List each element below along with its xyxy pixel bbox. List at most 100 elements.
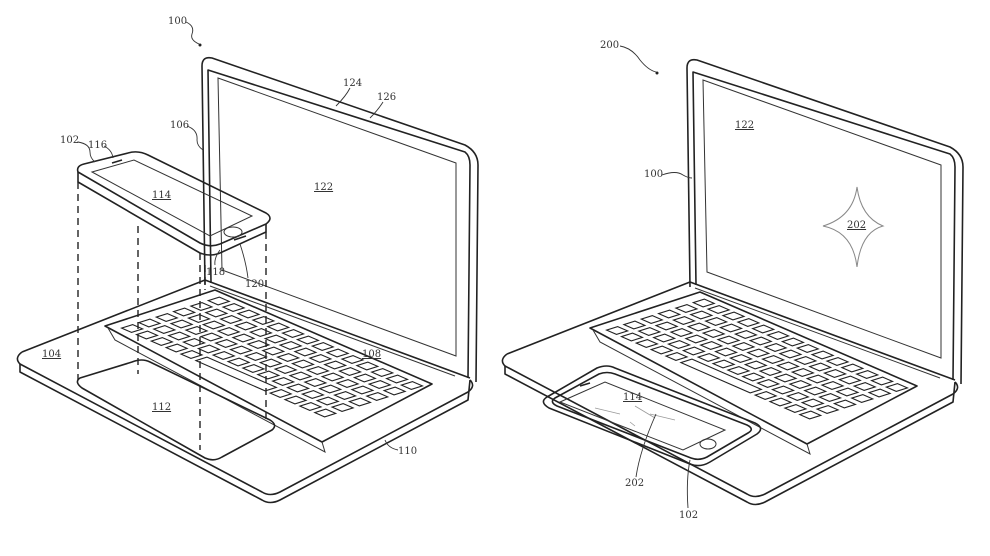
keyboard-key bbox=[340, 355, 365, 364]
figure-right-laptop bbox=[501, 58, 964, 506]
keyboard-key bbox=[305, 366, 330, 375]
keyboard-key bbox=[639, 315, 664, 324]
keyboard-key bbox=[281, 329, 306, 338]
keyboard-key bbox=[808, 362, 833, 372]
label-116: 116 bbox=[88, 140, 107, 151]
label-108: 108 bbox=[362, 349, 381, 360]
figure-left-laptop bbox=[16, 56, 479, 504]
keyboard-key bbox=[790, 368, 815, 377]
keyboard-key bbox=[684, 334, 709, 344]
keyboard-key bbox=[666, 340, 692, 349]
keyboard-key bbox=[605, 326, 630, 335]
keyboard-key bbox=[711, 359, 736, 369]
label-110: 110 bbox=[398, 446, 417, 457]
label-114-right: 114 bbox=[623, 392, 642, 403]
keyboard-key bbox=[298, 402, 323, 411]
keyboard-key bbox=[746, 348, 771, 358]
keyboard-key bbox=[261, 346, 286, 356]
trackpad-recess bbox=[76, 359, 276, 461]
keyboard-key bbox=[815, 405, 840, 414]
keyboard-key bbox=[706, 305, 731, 314]
keyboard-key bbox=[766, 331, 791, 340]
keyboard-key bbox=[335, 379, 360, 388]
keyboard-key bbox=[290, 359, 315, 369]
keyboard-key bbox=[271, 377, 296, 386]
keyboard-key bbox=[699, 341, 724, 350]
figure-right-labels: 200 122 100 202 114 202 102 bbox=[600, 40, 866, 521]
keyboard-key bbox=[716, 335, 741, 345]
keyboard-key bbox=[783, 404, 808, 413]
keyboard-key bbox=[763, 343, 788, 352]
label-124: 124 bbox=[343, 78, 362, 89]
keyboard-key bbox=[619, 332, 644, 342]
keyboard-key bbox=[236, 309, 261, 319]
keyboard-key bbox=[134, 330, 159, 340]
keyboard-key bbox=[278, 341, 303, 350]
star-icon bbox=[822, 186, 885, 268]
label-118: 118 bbox=[206, 267, 225, 278]
keyboard-key bbox=[347, 397, 372, 407]
keyboard-key bbox=[778, 349, 803, 359]
label-200: 200 bbox=[600, 40, 619, 51]
keyboard-key bbox=[837, 375, 862, 385]
keyboard-key bbox=[285, 383, 311, 393]
keyboard-key bbox=[167, 331, 192, 341]
keyboard-key bbox=[219, 315, 244, 324]
keyboard-key bbox=[785, 392, 810, 401]
keyboard-key bbox=[330, 403, 355, 412]
keyboard-key bbox=[315, 396, 340, 406]
keyboard-key bbox=[679, 358, 763, 394]
keyboard-key bbox=[337, 367, 363, 376]
keyboard-key bbox=[770, 385, 796, 395]
keyboard-key bbox=[753, 391, 778, 400]
keyboard-key bbox=[761, 355, 786, 364]
keyboard-key bbox=[189, 302, 214, 311]
phone-device bbox=[542, 365, 762, 467]
keyboard-key bbox=[751, 324, 776, 334]
keyboard-key bbox=[211, 351, 236, 360]
label-122-right: 122 bbox=[735, 120, 754, 131]
keyboard-key bbox=[748, 336, 773, 346]
keyboard-key bbox=[681, 346, 706, 356]
label-102-right: 102 bbox=[679, 510, 698, 521]
keyboard-key bbox=[293, 347, 318, 357]
label-114: 114 bbox=[152, 190, 171, 201]
keyboard-key bbox=[365, 392, 390, 401]
keyboard-key bbox=[308, 354, 333, 363]
keyboard-key bbox=[313, 408, 338, 418]
keyboard-key bbox=[355, 361, 380, 371]
keyboard-keys bbox=[605, 298, 909, 420]
label-126: 126 bbox=[377, 92, 396, 103]
keyboard-key bbox=[780, 337, 805, 347]
keyboard-key bbox=[689, 310, 714, 320]
keyboard-key bbox=[206, 296, 231, 306]
keyboard-key bbox=[179, 350, 204, 359]
keyboard-key bbox=[674, 304, 699, 313]
keyboard-key bbox=[805, 374, 830, 384]
keyboard-key bbox=[120, 324, 145, 333]
phone-device bbox=[76, 151, 271, 256]
keyboard-key bbox=[622, 320, 647, 330]
keyboard-key bbox=[382, 386, 407, 396]
keyboard-key bbox=[231, 333, 256, 343]
keyboard-key bbox=[728, 354, 753, 363]
keyboard-key bbox=[810, 350, 835, 360]
keyboard-key bbox=[226, 357, 251, 367]
keyboard-key bbox=[352, 373, 377, 383]
keyboard-key bbox=[726, 366, 751, 375]
keyboard-key bbox=[137, 318, 162, 328]
keyboard-key bbox=[704, 317, 729, 326]
figure-left-labels: 100 124 126 106 102 116 114 122 118 120 … bbox=[42, 16, 417, 457]
keyboard-key bbox=[152, 325, 177, 334]
keyboard-key bbox=[649, 345, 674, 355]
keyboard-key bbox=[775, 361, 800, 371]
keyboard-key bbox=[832, 399, 857, 409]
label-104: 104 bbox=[42, 349, 61, 360]
label-202-star: 202 bbox=[847, 220, 866, 231]
keyboard-key bbox=[696, 353, 721, 362]
keyboard-key bbox=[758, 367, 783, 376]
keyboard-key bbox=[273, 365, 298, 374]
label-112: 112 bbox=[152, 402, 171, 413]
keyboard-key bbox=[721, 311, 746, 321]
keyboard-key bbox=[822, 369, 848, 378]
